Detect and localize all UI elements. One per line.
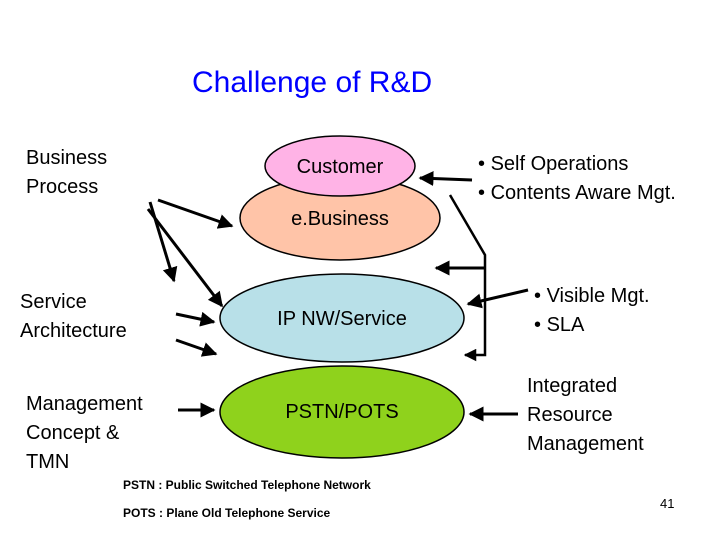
right-item-sla: SLA: [534, 311, 650, 340]
label-management-concept: Management Concept & TMN: [26, 393, 143, 473]
right-list-top: Self Operations Contents Aware Mgt.: [478, 150, 676, 208]
customer-ellipse: [264, 135, 416, 197]
label-business-process: Business Process: [26, 147, 108, 198]
right-label-integrated: Integrated Resource Management: [527, 375, 644, 455]
page-number: 41: [660, 496, 675, 511]
page-title: Challenge of R&D: [192, 66, 433, 99]
arrow-visible-to-ip: [466, 288, 529, 309]
pstn-ellipse: [219, 365, 465, 459]
footnote-pots: POTS : Plane Old Telephone Service: [123, 506, 331, 520]
arrow-service-to-ip: [175, 311, 216, 327]
arrow-business-to-service: [146, 208, 224, 308]
node-ebusiness-label: e.Business: [291, 208, 389, 230]
node-pstn-label: PSTN/POTS: [285, 401, 399, 423]
ip-nw-ellipse: [219, 273, 465, 363]
right-item-contents-aware: Contents Aware Mgt.: [478, 179, 676, 208]
arrow-feedback-loop: [448, 194, 487, 362]
arrow-selfops-to-customer: [418, 171, 473, 187]
node-customer-label: Customer: [296, 156, 384, 178]
node-ip-nw-label: IP NW/Service: [277, 308, 407, 330]
arrow-business-self: [148, 201, 178, 283]
right-item-visible-mgt: Visible Mgt.: [534, 282, 650, 311]
right-item-self-operations: Self Operations: [478, 150, 676, 179]
right-list-middle: Visible Mgt. SLA: [534, 282, 650, 340]
arrow-service-to-ip-lower: [175, 338, 218, 357]
footnote-pstn: PSTN : Public Switched Telephone Network: [123, 478, 371, 492]
label-service-architecture: Service Architecture: [20, 291, 127, 342]
arrow-business-to-ebusiness: [157, 198, 234, 229]
